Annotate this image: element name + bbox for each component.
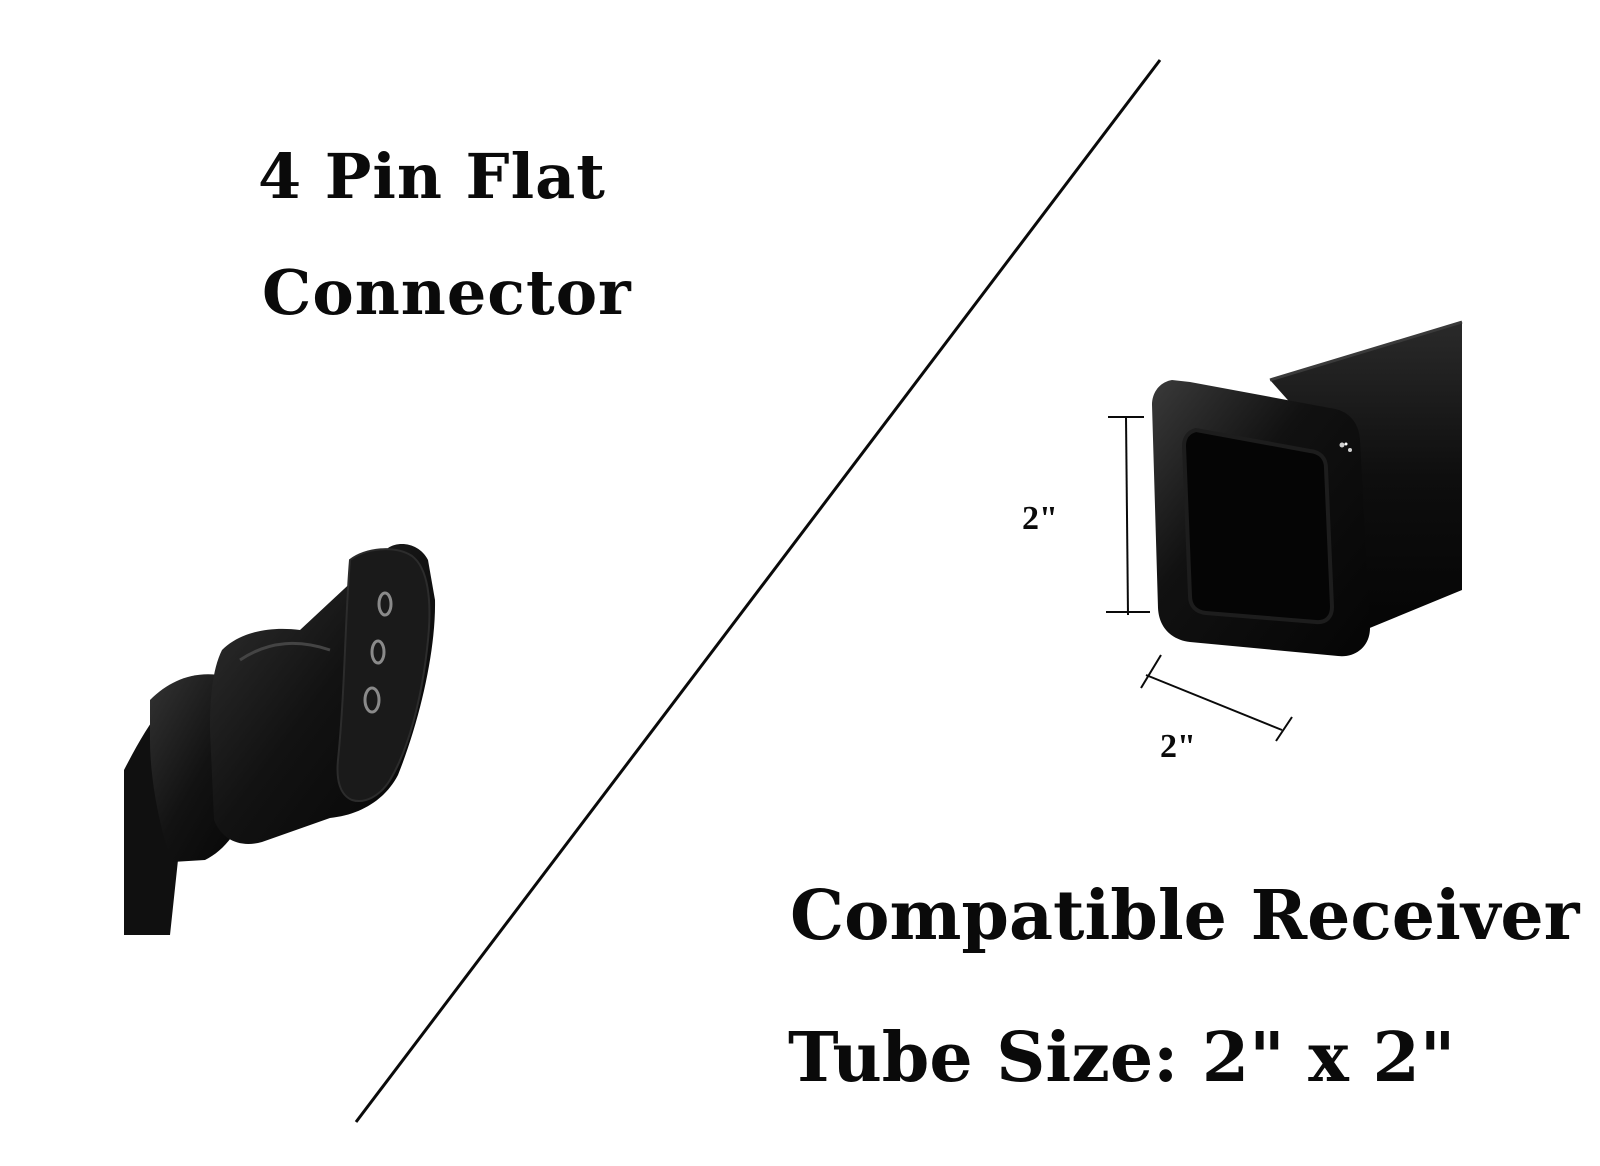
connector-title-line-2: Connector [262,256,632,329]
connector-title-line-1: 4 Pin Flat [258,140,606,213]
width-dimension-marker [1140,654,1293,742]
connector-plug-image [124,544,436,935]
height-dimension-label: 2" [1022,500,1058,537]
height-dimension-marker [1106,416,1150,616]
width-dimension-label: 2" [1160,728,1196,765]
receiver-title-line-1: Compatible Receiver [790,876,1580,956]
receiver-title-line-2: Tube Size: 2" x 2" [788,1018,1456,1098]
receiver-tube-image [1152,320,1463,657]
diagonal-divider [354,59,1162,1123]
